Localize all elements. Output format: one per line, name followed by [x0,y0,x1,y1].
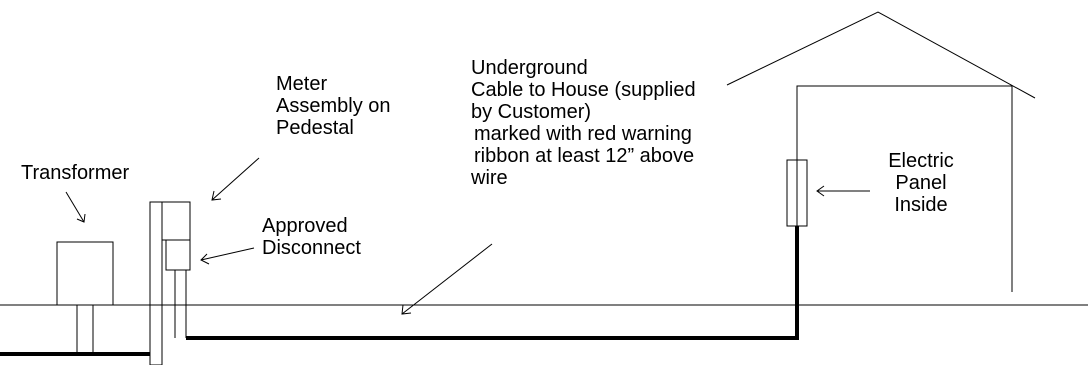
transformer-arrow [65,191,85,223]
disconnect-arrow-head [200,253,210,265]
house-roof [726,11,1036,99]
disconnect-label: Approved Disconnect [262,215,361,259]
disconnect-arrow [200,247,255,261]
pedestal-post [149,201,163,365]
transformer-arrow-head [76,213,86,223]
cable-arrow [401,243,493,315]
meter-arrow [211,157,260,201]
cable-arrow-head [401,304,412,315]
meter-label: Meter Assembly on Pedestal [276,73,391,139]
transformer-box [56,241,114,306]
panel-label: Electric Panel Inside [888,150,954,216]
transformer-pad [76,304,94,354]
house-walls [796,85,1013,292]
underground-cable [186,226,799,340]
meter-arrow-head [211,190,222,201]
transformer-label: Transformer [21,162,130,184]
panel-arrow-head [816,185,825,197]
cable-label: Underground Cable to House (supplied by … [471,57,696,189]
disconnect-box [165,239,191,271]
meter-box [161,201,191,241]
